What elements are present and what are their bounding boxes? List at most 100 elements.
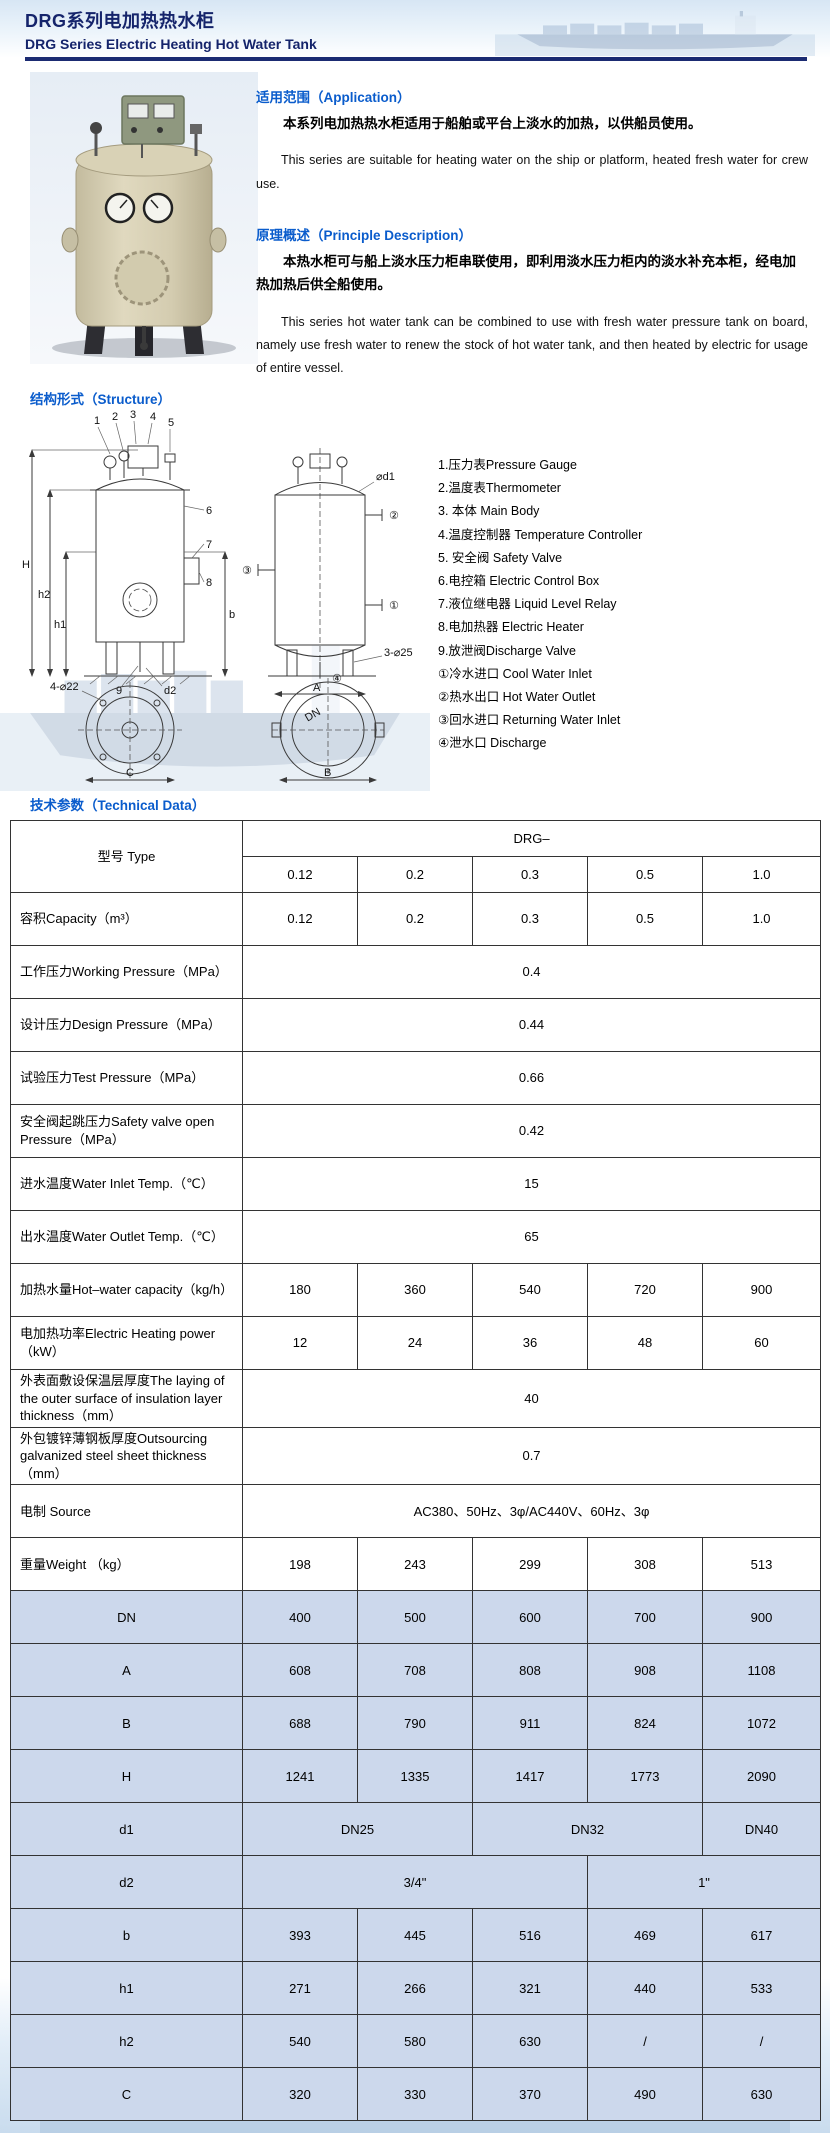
row-label: 试验压力Test Pressure（MPa） [10, 1051, 243, 1105]
model-header-cell: 0.3 [472, 856, 588, 893]
dim-label-d1: ⌀d1 [376, 471, 395, 483]
value-cell: DN40 [701, 1802, 822, 1857]
value-cell: 271 [242, 1961, 358, 2016]
value-cell: 617 [701, 1908, 822, 1963]
principle-text-zh: 本热水柜可与船上淡水压力柜串联使用，即利用淡水压力柜内的淡水补充本柜，经电加热加… [256, 254, 796, 293]
dim-label-B: B [324, 767, 331, 779]
value-cell: 24 [357, 1316, 473, 1370]
row-label: 设计压力Design Pressure（MPa） [10, 998, 243, 1052]
value-cell: 720 [587, 1263, 703, 1317]
value-cell: 500 [357, 1590, 473, 1645]
callout-4: 4 [150, 411, 156, 423]
row-label: 外表面敷设保温层厚度The laying of the outer surfac… [10, 1369, 243, 1428]
callout-3: 3 [130, 410, 136, 421]
dim-label-d2: d2 [164, 685, 176, 697]
intro-text-column: 适用范围（Application） 本系列电加热热水柜适用于船舶或平台上淡水的加… [256, 86, 808, 392]
row-label: B [10, 1696, 243, 1751]
row-label: 出水温度Water Outlet Temp.（℃） [10, 1210, 243, 1264]
part-item: 9.放泄阀Discharge Valve [438, 643, 577, 658]
part-item: ③回水进口 Returning Water Inlet [438, 713, 621, 728]
value-cell: 0.5 [587, 892, 703, 946]
value-cell: 1773 [587, 1749, 703, 1804]
value-cell: 516 [472, 1908, 588, 1963]
row-label: 重量Weight （kg） [10, 1537, 243, 1592]
principle-heading: 原理概述（Principle Description） [256, 228, 473, 244]
value-cell: 12 [242, 1316, 358, 1370]
value-cell: 330 [357, 2067, 473, 2122]
row-label: 加热水量Hot–water capacity（kg/h） [10, 1263, 243, 1317]
part-item: 6.电控箱 Electric Control Box [438, 574, 600, 589]
row-label: h2 [10, 2014, 243, 2069]
structure-section: H h2 h1 [10, 410, 820, 790]
dim-label-C: C [126, 767, 134, 779]
callout-1: 1 [94, 415, 100, 427]
value-cell: 600 [472, 1590, 588, 1645]
value-cell: 540 [242, 2014, 358, 2069]
table-row: 外表面敷设保温层厚度The laying of the outer surfac… [10, 1369, 822, 1428]
value-cell: 243 [357, 1537, 473, 1592]
value-cell: 0.42 [241, 1104, 822, 1158]
row-label: 电制 Source [10, 1484, 243, 1539]
page-title-zh: DRG系列电加热热水柜 [25, 11, 215, 31]
callout-hot-water-outlet: ② [389, 510, 399, 522]
value-cell: / [701, 2014, 822, 2069]
page-header: DRG系列电加热热水柜 DRG Series Electric Heating … [25, 7, 807, 61]
dim-label-b: b [229, 609, 235, 621]
callout-discharge: ④ [332, 673, 342, 685]
value-cell: 900 [701, 1263, 822, 1317]
value-cell: 370 [472, 2067, 588, 2122]
value-cell: 908 [587, 1643, 703, 1698]
dim-label-h1: h1 [54, 619, 66, 631]
part-item: 3. 本体 Main Body [438, 504, 540, 519]
value-cell: 40 [241, 1369, 822, 1428]
value-cell: 60 [701, 1316, 822, 1370]
model-header-cell: 0.2 [357, 856, 473, 893]
value-cell: 808 [472, 1643, 588, 1698]
value-cell: 198 [242, 1537, 358, 1592]
row-label: d2 [10, 1855, 243, 1910]
value-cell: 513 [701, 1537, 822, 1592]
table-row: 外包镀锌薄钢板厚度Outsourcing galvanized steel sh… [10, 1426, 822, 1486]
value-cell: 3/4" [242, 1855, 588, 1910]
row-label: 容积Capacity（m³） [10, 892, 243, 946]
row-label: DN [10, 1590, 243, 1645]
row-label: 外包镀锌薄钢板厚度Outsourcing galvanized steel sh… [10, 1426, 243, 1486]
value-cell: 911 [472, 1696, 588, 1751]
structure-drawings: H h2 h1 [22, 410, 413, 783]
principle-text-en: This series hot water tank can be combin… [256, 314, 808, 375]
value-cell: 1.0 [701, 892, 822, 946]
value-cell: 180 [242, 1263, 358, 1317]
row-label: C [10, 2067, 243, 2122]
value-cell: DN25 [242, 1802, 473, 1857]
value-cell: 0.66 [241, 1051, 822, 1105]
part-item: 1.压力表Pressure Gauge [438, 458, 577, 472]
application-heading: 适用范围（Application） [256, 90, 411, 105]
row-label: 进水温度Water Inlet Temp.（℃） [10, 1157, 243, 1211]
callout-cool-water-inlet: ① [389, 600, 399, 612]
value-cell: 469 [587, 1908, 703, 1963]
callout-returning-water-inlet: ③ [242, 565, 252, 577]
callout-2: 2 [112, 411, 118, 423]
application-text-en: This series are suitable for heating wat… [256, 153, 808, 191]
value-cell: 700 [587, 1590, 703, 1645]
part-item: 4.温度控制器 Temperature Controller [438, 527, 643, 542]
value-cell: 308 [587, 1537, 703, 1592]
note-leg-holes: 3-⌀25 [384, 647, 413, 659]
value-cell: DN32 [472, 1802, 703, 1857]
row-label: 安全阀起跳压力Safety valve open Pressure（MPa） [10, 1104, 243, 1158]
value-cell: 688 [242, 1696, 358, 1751]
value-cell: 630 [472, 2014, 588, 2069]
callout-8: 8 [206, 577, 212, 589]
model-header-cell: 1.0 [701, 856, 822, 893]
value-cell: 0.4 [241, 945, 822, 999]
page-title-en: DRG Series Electric Heating Hot Water Ta… [25, 36, 317, 52]
